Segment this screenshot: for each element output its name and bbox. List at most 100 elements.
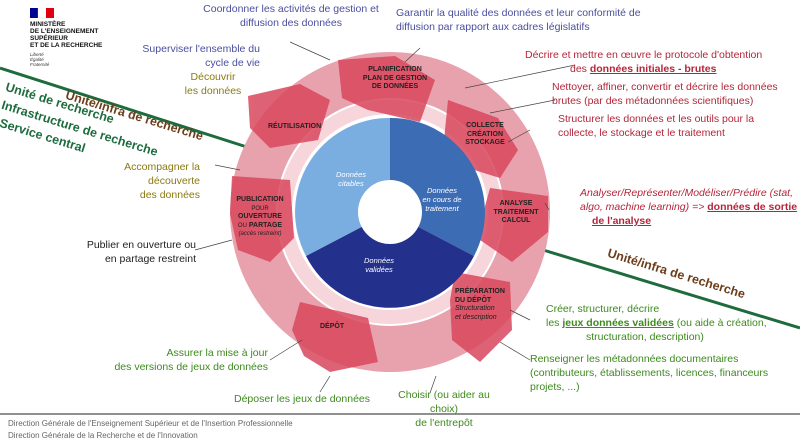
note-coordonner-l2: diffusion des données: [240, 17, 342, 29]
stage-analyse-l2: TRAITEMENT: [493, 208, 539, 216]
note-decrire-l1: Décrire et mettre en œuvre le protocole …: [525, 49, 763, 61]
note-renseigner: Renseigner les métadonnées documentaires…: [530, 352, 798, 394]
note-analyser-emph: données de sortie: [707, 201, 798, 213]
stage-preparation-l2: DU DÉPÔT: [455, 296, 492, 304]
motto-3: Fraternité: [30, 62, 50, 67]
stage-publication-l5: PARTAGE: [248, 221, 283, 229]
note-renseigner-l3: projets, ...): [530, 381, 580, 393]
stage-publication-l3: OUVERTURE: [238, 213, 282, 220]
ministry-name-3: SUPÉRIEUR: [30, 35, 68, 42]
note-analyser-l3: de l'analyse: [592, 215, 652, 227]
stage-preparation-l4: et description: [455, 313, 497, 321]
note-garantir-l1: Garantir la qualité des données et leur …: [396, 7, 641, 19]
stage-planification-l2: PLAN DE GESTION: [362, 74, 428, 82]
note-analyser-l1: Analyser/Représenter/Modéliser/Prédire (…: [580, 187, 794, 199]
stage-publication: PUBLICATION POUR OUVERTURE OU PARTAGE (a…: [230, 196, 290, 239]
stage-collecte: COLLECTE CRÉATION STOCKAGE: [455, 122, 515, 148]
note-structurer-l1: Structurer les données et les outils pou…: [558, 113, 755, 125]
note-creer-l3: structuration, description): [586, 331, 704, 343]
note-decrire-l2: des données initiales - brutes: [525, 62, 800, 76]
green-separator-left: [0, 66, 251, 150]
note-publier-l2: en partage restreint: [104, 253, 196, 265]
center-validees-l2: validées: [365, 265, 393, 274]
note-accompagner-l2: des données: [139, 189, 200, 201]
arrow-depot: [292, 302, 378, 372]
note-choisir: Choisir (ou aider au choix) de l'entrepô…: [384, 388, 504, 430]
note-decouvrir: Découvrir les données: [183, 70, 243, 98]
center-citables-l2: citables: [338, 179, 364, 188]
note-accompagner: Accompagner la découverte des données: [72, 160, 200, 202]
center-en-cours-l2: en cours de: [422, 195, 462, 204]
stage-planification-l1: PLANIFICATION: [368, 66, 422, 73]
center-validees-l1: Données: [363, 256, 395, 265]
note-structurer-l2: collecte, le stockage et le traitement: [558, 127, 725, 139]
note-nettoyer-l2: brutes (par des métadonnées scientifique…: [552, 95, 754, 107]
green-separator-right: [529, 244, 800, 330]
stage-preparation: PRÉPARATION DU DÉPÔT Structuration et de…: [455, 288, 525, 322]
arrow-planification: [338, 56, 435, 122]
pie-validees: [306, 212, 474, 308]
note-creer-suffix: (ou aide à création,: [676, 317, 767, 329]
stage-publication-l2: POUR: [251, 205, 269, 212]
note-creer: Créer, structurer, décrire les jeux donn…: [546, 302, 796, 344]
note-creer-emph: jeux données validées: [562, 317, 674, 329]
note-deposer: Déposer les jeux de données: [234, 393, 371, 405]
note-assurer-l2: des versions de jeux de données: [114, 361, 268, 373]
stage-preparation-l1: PRÉPARATION: [455, 288, 505, 295]
stage-analyse-l1: ANALYSE: [499, 200, 533, 207]
note-analyser-l2: algo, machine learning) => données de so…: [580, 200, 798, 214]
center-citables-l1: Données: [335, 170, 367, 179]
note-coordonner: Coordonner les activités de gestion et d…: [196, 2, 386, 30]
arrow-analyse: [480, 188, 548, 262]
center-en-cours: Données en cours de traitement: [412, 186, 472, 213]
note-decrire-emph: données initiales - brutes: [589, 63, 717, 75]
ministry-name-2: DE L'ENSEIGNEMENT: [30, 28, 99, 35]
footer-line-1: Direction Générale de l'Enseignement Sup…: [8, 419, 293, 428]
note-decrire-protocole: Décrire et mettre en œuvre le protocole …: [525, 48, 800, 76]
note-creer-prefix: les: [546, 317, 560, 329]
note-renseigner-l2: (contributeurs, établissements, licences…: [530, 367, 769, 379]
footer-line-2: Direction Générale de la Recherche et de…: [8, 431, 198, 440]
note-superviser-l1: Superviser l'ensemble du: [142, 43, 260, 55]
center-en-cours-l1: Données: [426, 186, 458, 195]
note-analyser-prefix: algo, machine learning) =>: [580, 201, 705, 213]
stage-analyse: ANALYSE TRAITEMENT CALCUL: [486, 200, 546, 226]
note-decouvrir-l1: Découvrir: [190, 71, 236, 83]
stage-depot: DÉPÔT: [320, 323, 345, 330]
note-renseigner-l1: Renseigner les métadonnées documentaires: [530, 353, 739, 365]
motto-1: Liberté: [30, 52, 44, 57]
note-publier-l1: Publier en ouverture ou: [86, 239, 196, 251]
note-creer-l1: Créer, structurer, décrire: [546, 303, 660, 315]
note-accompagner-l1: Accompagner la découverte: [124, 161, 200, 187]
arrow-preparation: [450, 272, 512, 362]
note-assurer: Assurer la mise à jour des versions de j…: [100, 346, 268, 374]
flag-white: [37, 7, 47, 19]
note-structurer: Structurer les données et les outils pou…: [558, 112, 798, 140]
stage-planification-l3: DE DONNÉES: [371, 83, 419, 90]
note-publier: Publier en ouverture ou en partage restr…: [66, 238, 196, 266]
note-analyser: Analyser/Représenter/Modéliser/Prédire (…: [580, 186, 798, 228]
motto-2: Égalité: [30, 57, 44, 62]
stage-preparation-l3: Structuration: [455, 305, 495, 312]
stage-collecte-l1: COLLECTE: [466, 122, 504, 129]
stage-collecte-l3: STOCKAGE: [465, 139, 505, 146]
center-pie: [295, 117, 485, 308]
note-coordonner-l1: Coordonner les activités de gestion et: [203, 3, 379, 15]
stage-collecte-l2: CRÉATION: [466, 130, 504, 138]
arrow-reutilisation: [248, 84, 330, 148]
center-validees: Données validées: [352, 256, 406, 274]
stage-analyse-l3: CALCUL: [501, 217, 531, 224]
note-decouvrir-l2: les données: [184, 85, 242, 97]
flag-red: [46, 8, 54, 18]
note-garantir: Garantir la qualité des données et leur …: [396, 6, 656, 34]
center-citables: Données citables: [328, 170, 374, 188]
note-assurer-l1: Assurer la mise à jour: [166, 347, 268, 359]
note-choisir-l2: de l'entrepôt: [415, 417, 473, 429]
note-creer-l2: les jeux données validées (ou aide à cré…: [546, 316, 796, 330]
ministry-name-1: MINISTÈRE: [30, 21, 66, 28]
stage-publication-l4: OU: [237, 222, 247, 229]
note-superviser-l2: cycle de vie: [205, 57, 260, 69]
arrow-publication: [230, 176, 294, 262]
flag-blue: [30, 8, 38, 18]
note-decrire-prefix: des: [570, 63, 587, 75]
